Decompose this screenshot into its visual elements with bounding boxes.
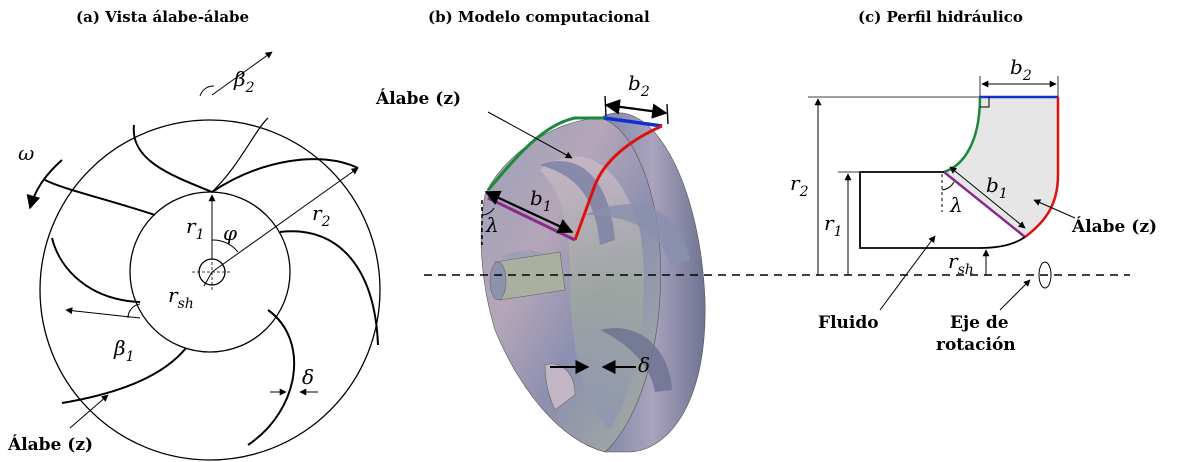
fluid-outline bbox=[859, 171, 1026, 249]
lambda-label-c: λ bbox=[949, 193, 963, 217]
panel-a-title: (a) Vista álabe-álabe bbox=[76, 8, 249, 26]
axis-label-line1: Eje de bbox=[950, 313, 1009, 333]
lambda-arc-c bbox=[941, 181, 955, 191]
blade-label-a: Álabe (z) bbox=[7, 434, 93, 455]
b1-arrow-c bbox=[949, 166, 1026, 229]
panel-b-diagram: b2 b1 λ δ Álabe (z) bbox=[375, 71, 706, 453]
blade-curve bbox=[279, 230, 379, 346]
blue-edge bbox=[603, 116, 663, 128]
green-edge bbox=[486, 116, 604, 191]
beta2-line bbox=[211, 51, 273, 96]
r1-label: r1 bbox=[186, 214, 204, 243]
b1-arrow-b bbox=[484, 190, 574, 234]
axis-label-line2: rotación bbox=[936, 335, 1016, 355]
delta-label-b: δ bbox=[638, 353, 650, 377]
panel-c-title: (c) Perfil hidráulico bbox=[858, 8, 1023, 26]
outer-circle bbox=[39, 119, 381, 461]
phi-arc bbox=[211, 239, 239, 253]
b2-label-c: b2 bbox=[1010, 55, 1032, 84]
beta2-label: β2 bbox=[233, 67, 255, 96]
impeller-vane bbox=[600, 328, 672, 392]
blade-curve bbox=[44, 179, 156, 216]
beta1-arc bbox=[127, 303, 141, 319]
blade-curve bbox=[51, 237, 141, 303]
axis-pointer bbox=[999, 279, 1031, 311]
b2-arrow-b bbox=[604, 99, 668, 119]
phi-label: φ bbox=[223, 221, 237, 245]
right-angle-marker bbox=[980, 97, 990, 108]
red-edge bbox=[573, 124, 663, 241]
r2-label: r2 bbox=[312, 201, 331, 230]
lambda-arc-b bbox=[481, 207, 495, 216]
rsh-line bbox=[203, 271, 213, 287]
blade-label-c: Álabe (z) bbox=[1071, 216, 1157, 237]
red-edge-c bbox=[1024, 97, 1060, 238]
r2-arrow bbox=[211, 167, 359, 273]
b2-tick-left bbox=[604, 95, 607, 117]
b1-label-b: b1 bbox=[530, 186, 552, 215]
fluid-pointer bbox=[879, 235, 936, 311]
rotation-arrow bbox=[26, 159, 63, 210]
blade-pointer bbox=[69, 394, 109, 429]
rotation-symbol bbox=[1038, 261, 1052, 289]
blade-curve bbox=[132, 124, 213, 193]
panel-b-title: (b) Modelo computacional bbox=[428, 8, 650, 26]
panel-a-diagram: ω β2 r1 φ r2 rsh β1 δ Álabe (z) bbox=[7, 51, 381, 461]
blade-curve bbox=[61, 347, 187, 404]
lambda-label-b: λ bbox=[485, 213, 499, 237]
blade-curve bbox=[211, 117, 269, 193]
blade-label-b: Álabe (z) bbox=[375, 88, 461, 109]
omega-symbol: ω bbox=[18, 141, 34, 165]
impeller-hub-end bbox=[489, 261, 507, 301]
fluid-label: Fluido bbox=[818, 313, 879, 333]
r1-label-c: r1 bbox=[824, 211, 842, 240]
delta-label: δ bbox=[302, 365, 314, 389]
b1-label-c: b1 bbox=[986, 173, 1008, 202]
b2-tick-right bbox=[666, 103, 669, 125]
blade-pointer-b bbox=[487, 111, 573, 159]
panel-c-diagram: b2 r2 r1 rsh b1 λ Álabe (z) Fluido Eje d… bbox=[790, 55, 1157, 355]
blade-curve bbox=[211, 158, 359, 193]
blade-curve bbox=[247, 309, 296, 446]
rsh-label: rsh bbox=[168, 283, 194, 312]
b2-label-b: b2 bbox=[628, 71, 650, 100]
rsh-label-c: rsh bbox=[948, 249, 974, 278]
beta2-arc bbox=[199, 85, 215, 97]
beta1-label: β1 bbox=[113, 336, 134, 365]
impeller-vane bbox=[585, 204, 690, 265]
blade-pointer-c bbox=[1033, 199, 1076, 219]
impeller-slot bbox=[544, 363, 576, 411]
r2-label-c: r2 bbox=[790, 171, 809, 200]
